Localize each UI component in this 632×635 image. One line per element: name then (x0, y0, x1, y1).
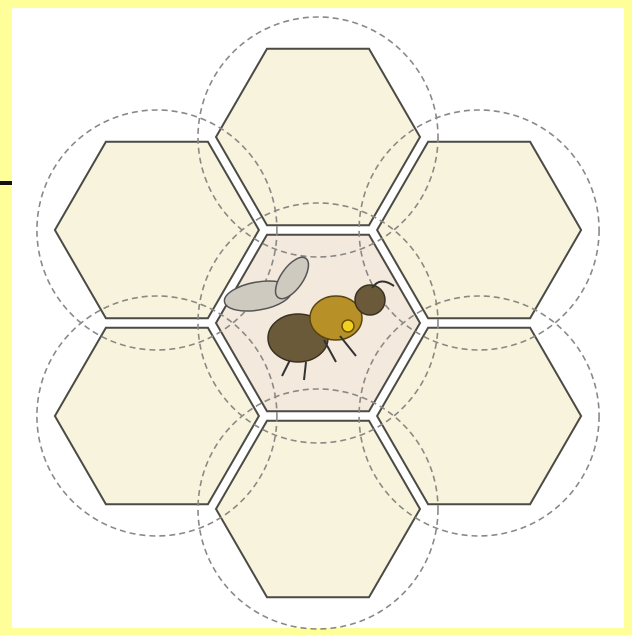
bee-head (355, 285, 385, 315)
top-cell (216, 49, 420, 226)
bee-thorax (310, 296, 362, 340)
upper-right-cell (377, 142, 581, 319)
bee-marking (342, 320, 354, 332)
lower-left-cell (55, 328, 259, 505)
bottom-cell (216, 421, 420, 598)
upper-left-cell (55, 142, 259, 319)
lower-right-cell (377, 328, 581, 505)
